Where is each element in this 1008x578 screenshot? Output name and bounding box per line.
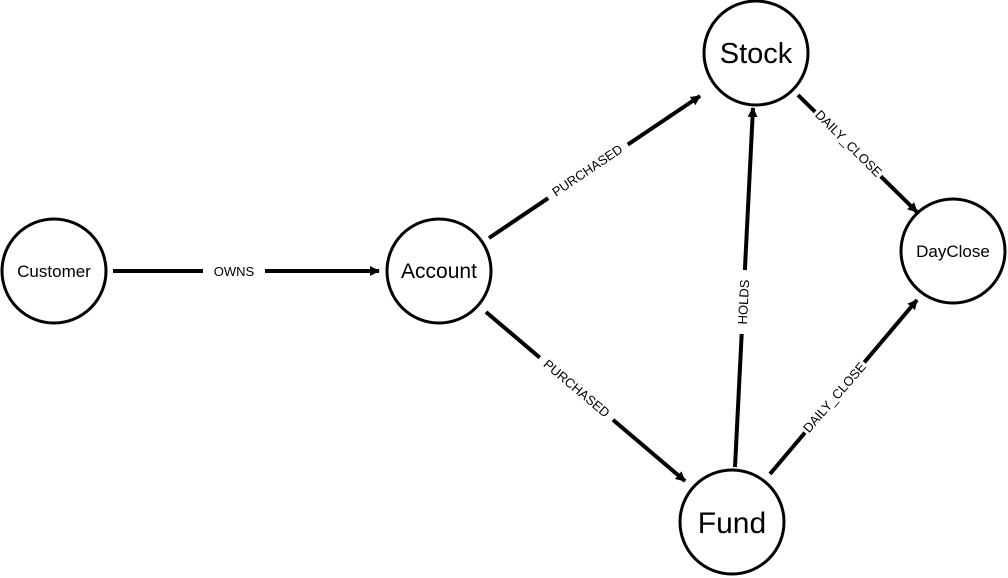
node-fund[interactable]: Fund xyxy=(678,468,786,576)
edge-fund-stock: HOLDS xyxy=(731,107,758,468)
edge-stock-dayclose: DAILY_CLOSE xyxy=(796,93,919,214)
edge-label-holds: HOLDS xyxy=(735,279,752,325)
edge-label-purchased-fund: PURCHASED xyxy=(541,356,613,420)
edge-fund-dayclose: DAILY_CLOSE xyxy=(768,298,919,476)
edge-account-stock: PURCHASED xyxy=(487,94,702,240)
node-label-account: Account xyxy=(401,260,477,283)
edge-label-purchased-stock: PURCHASED xyxy=(549,141,625,199)
edge-account-fund: PURCHASED xyxy=(484,310,687,483)
node-stock[interactable]: Stock xyxy=(702,0,810,107)
edge-label-daily-close-fund: DAILY_CLOSE xyxy=(800,359,869,435)
edge-label-owns: OWNS xyxy=(214,264,255,279)
node-dayclose[interactable]: DayClose xyxy=(899,197,1007,305)
node-label-customer: Customer xyxy=(17,262,91,281)
node-label-dayclose: DayClose xyxy=(916,242,990,261)
node-customer[interactable]: Customer xyxy=(0,217,108,325)
node-label-fund: Fund xyxy=(698,507,766,540)
node-account[interactable]: Account xyxy=(385,217,493,325)
edge-label-daily-close-stock: DAILY_CLOSE xyxy=(812,107,885,180)
edge-owns: OWNS xyxy=(113,261,380,281)
node-label-stock: Stock xyxy=(720,38,793,70)
